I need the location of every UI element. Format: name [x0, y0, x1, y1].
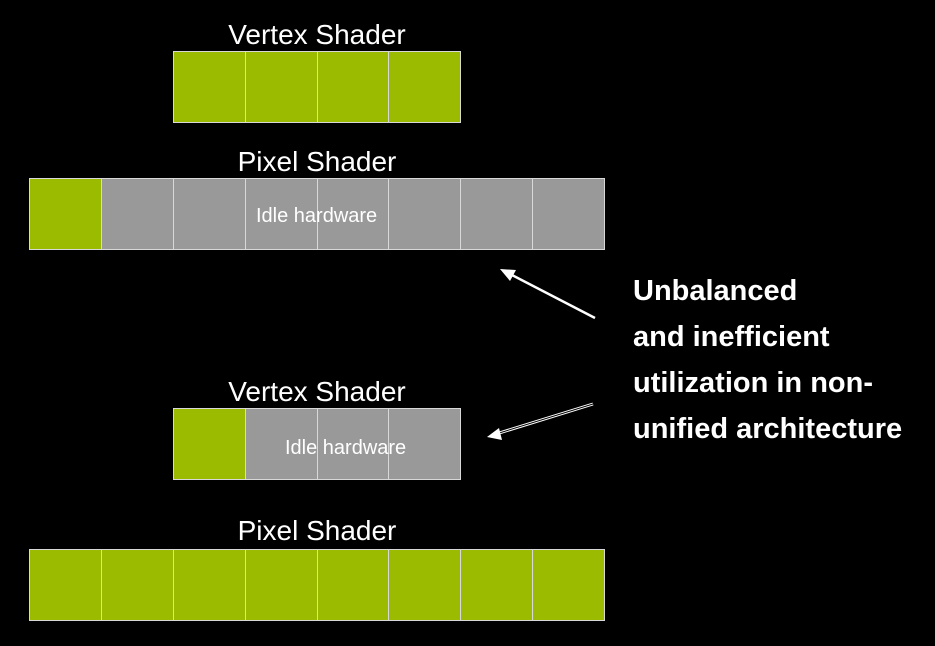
callout-line-2: and inefficient [633, 321, 830, 353]
active-shader-unit [174, 52, 246, 122]
active-shader-unit [245, 52, 318, 122]
idle-shader-unit [245, 179, 318, 249]
idle-shader-unit [317, 179, 390, 249]
bottom-vertex-shader-bar [173, 408, 461, 480]
active-shader-unit [30, 179, 102, 249]
active-shader-unit [389, 52, 461, 122]
idle-shader-unit [101, 179, 174, 249]
bottom-pixel-shader-bar [29, 549, 605, 621]
callout-text: Unbalanced and inefficient utilization i… [633, 268, 902, 452]
active-shader-unit [245, 550, 318, 620]
active-shader-unit [317, 52, 390, 122]
arrow-to-bottom-vertex-idle [487, 402, 594, 440]
idle-shader-unit [461, 179, 534, 249]
active-shader-unit [461, 550, 534, 620]
arrow-to-top-pixel-idle [500, 269, 596, 320]
top-pixel-shader-label: Pixel Shader [237, 146, 397, 177]
top-vertex-shader-bar [173, 51, 461, 123]
idle-shader-unit [317, 409, 390, 479]
idle-shader-unit [389, 409, 461, 479]
callout-line-1: Unbalanced [633, 275, 798, 307]
idle-shader-unit [245, 409, 318, 479]
bottom-vertex-shader-label: Vertex Shader [228, 376, 406, 407]
top-pixel-shader-bar [29, 178, 605, 250]
top-vertex-shader-label: Vertex Shader [228, 19, 406, 50]
idle-shader-unit [389, 179, 462, 249]
idle-shader-unit [173, 179, 246, 249]
callout-line-3: utilization in non- [633, 367, 874, 399]
active-shader-unit [533, 550, 605, 620]
active-shader-unit [317, 550, 390, 620]
active-shader-unit [389, 550, 462, 620]
active-shader-unit [173, 550, 246, 620]
active-shader-unit [30, 550, 102, 620]
active-shader-unit [101, 550, 174, 620]
callout-line-4: unified architecture [633, 413, 903, 445]
bottom-pixel-shader-label: Pixel Shader [237, 515, 397, 546]
idle-shader-unit [533, 179, 605, 249]
active-shader-unit [174, 409, 246, 479]
